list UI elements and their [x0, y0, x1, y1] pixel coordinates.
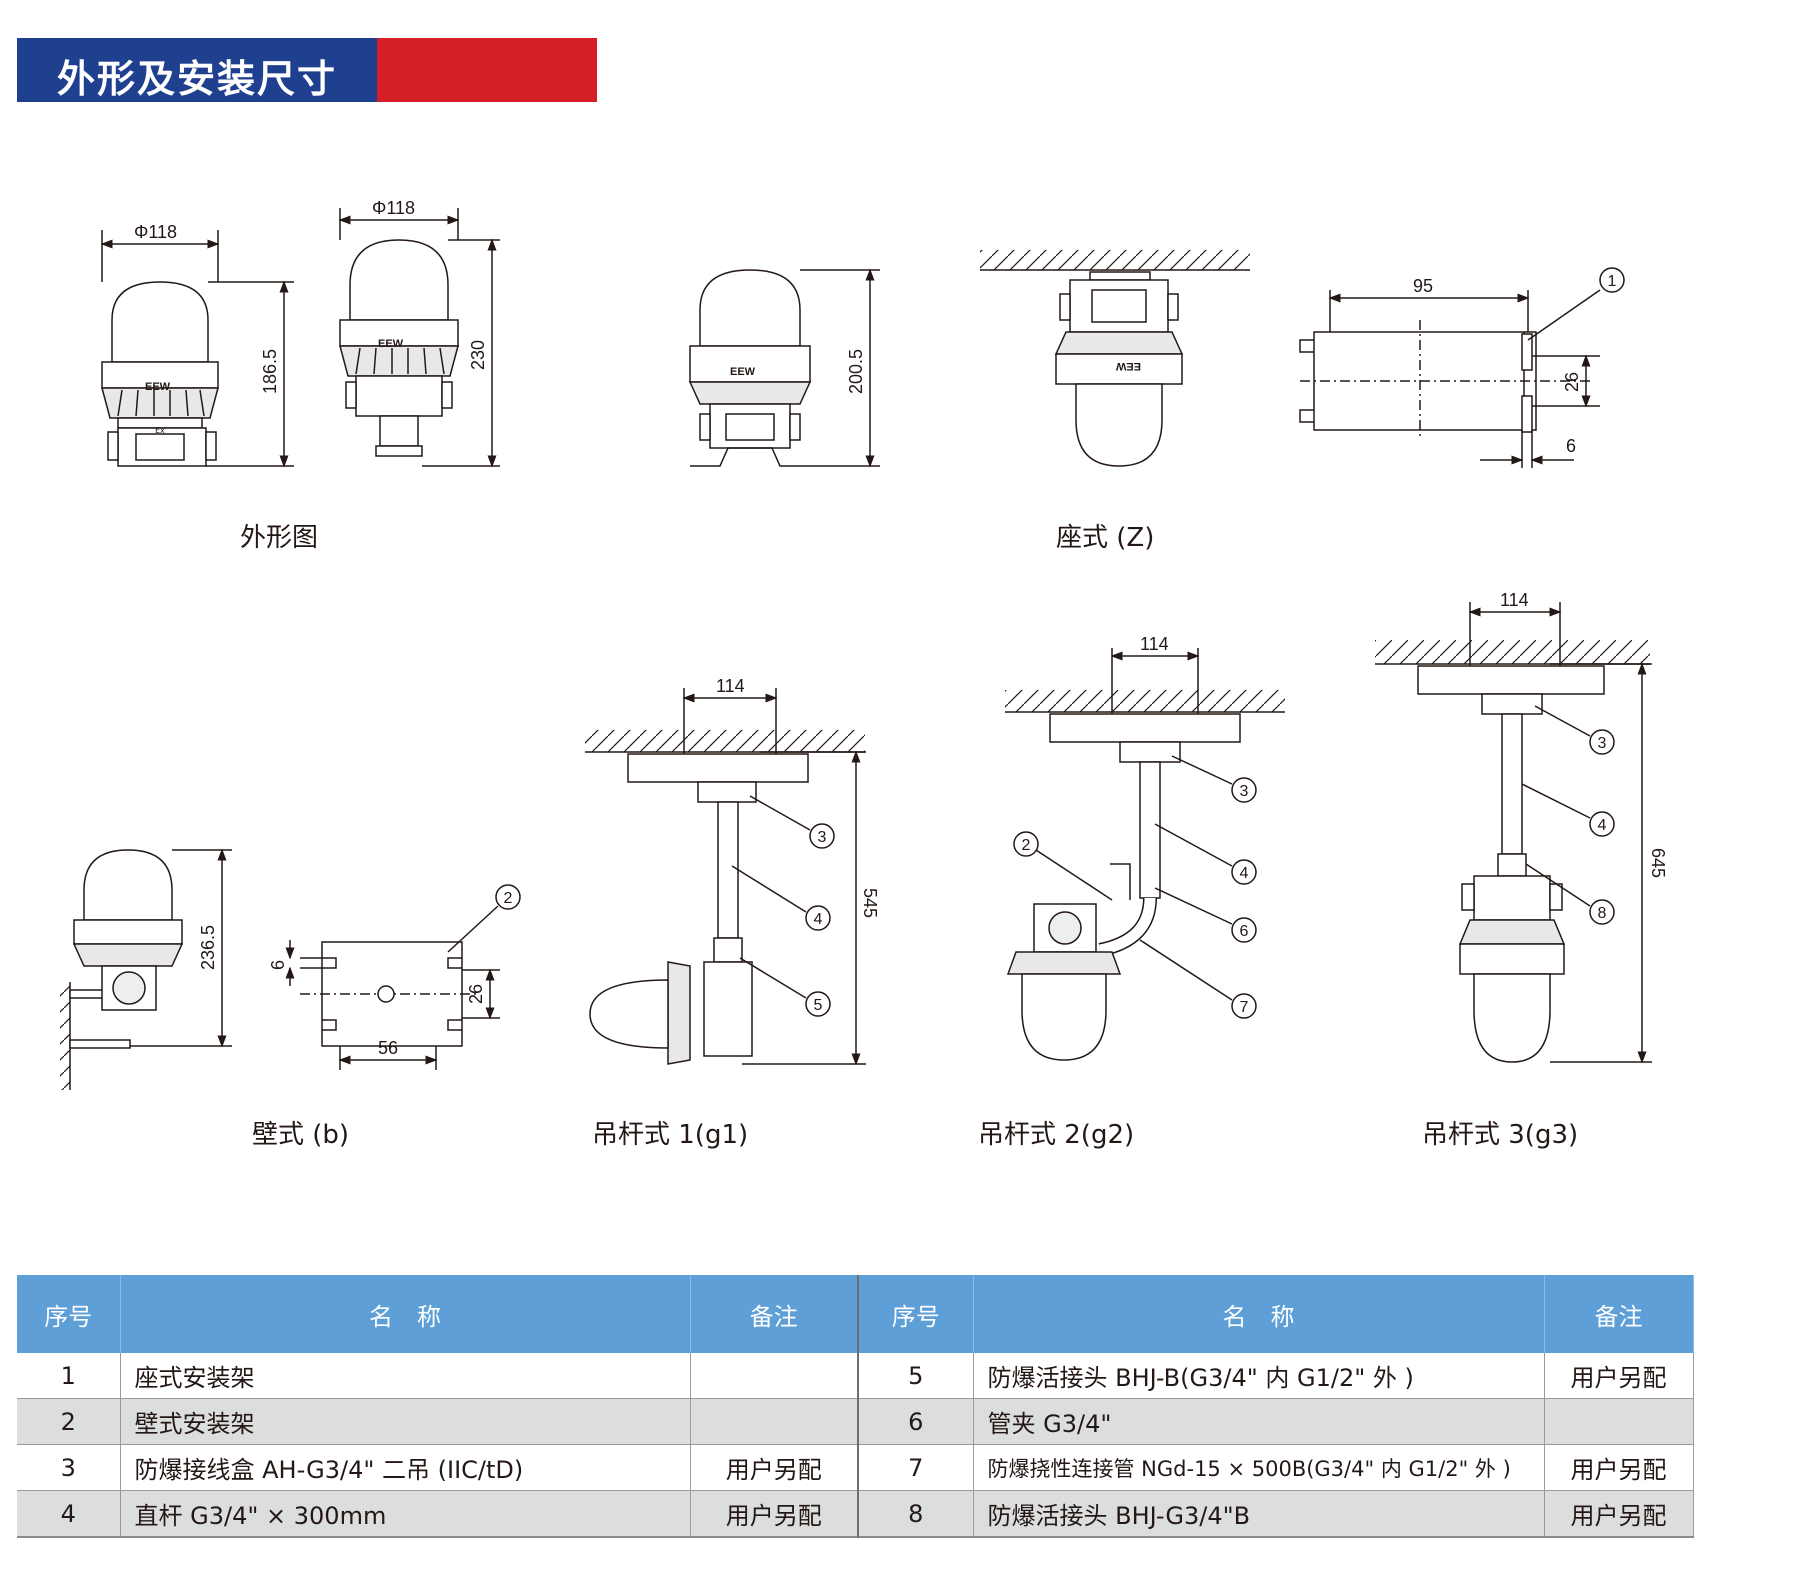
lamp-outline-2: EEW	[339, 239, 459, 457]
dim-height-236: 236.5	[198, 925, 218, 970]
cell-no: 8	[858, 1490, 974, 1538]
cell-no: 2	[17, 1398, 121, 1445]
lamp-ceiling-inverted: EEW	[1054, 271, 1184, 467]
callout-6: 6	[1240, 923, 1249, 940]
dim-width-114-b: 114	[1140, 634, 1169, 654]
cell-name: 防爆活接头 BHJ-G3/4"B	[973, 1490, 1545, 1538]
installation-drawing: EEW Ex EEW	[60, 198, 1668, 1090]
callout-3: 3	[1240, 783, 1249, 800]
callout-5: 5	[814, 997, 823, 1014]
dim-diameter-118-b: Φ118	[372, 198, 415, 218]
seat-bracket-plan	[1299, 320, 1590, 440]
table-row: 1 座式安装架 5 防爆活接头 BHJ-B(G3/4" 内 G1/2" 外 ) …	[17, 1353, 1694, 1399]
table-row: 2 壁式安装架 6 管夹 G3/4"	[17, 1398, 1694, 1445]
caption-pendant-2: 吊杆式 2(g2)	[978, 1120, 1135, 1150]
cell-note: 用户另配	[690, 1490, 859, 1538]
cell-name: 壁式安装架	[120, 1398, 691, 1445]
dim-width-6-b: 6	[268, 960, 288, 970]
banner-red-band	[377, 38, 597, 102]
dim-width-56: 56	[378, 1038, 398, 1058]
caption-pendant-1: 吊杆式 1(g1)	[592, 1120, 749, 1150]
cell-note	[690, 1353, 859, 1399]
cell-name: 管夹 G3/4"	[973, 1398, 1545, 1445]
section-banner: 外形及安装尺寸	[17, 38, 597, 102]
cell-note: 用户另配	[690, 1444, 859, 1491]
pendant-g2	[1006, 713, 1241, 1061]
lamp-seat-mount: EEW	[688, 269, 812, 467]
cell-name: 防爆挠性连接管 NGd-15 × 500B(G3/4" 内 G1/2" 外 )	[973, 1444, 1545, 1491]
callout-4: 4	[1240, 865, 1249, 882]
cell-no: 7	[858, 1444, 974, 1491]
cell-name: 座式安装架	[120, 1353, 691, 1399]
dim-width-114-c: 114	[1500, 590, 1529, 610]
caption-seat-mount: 座式 (Z)	[1056, 523, 1155, 553]
callout-3: 3	[1598, 735, 1607, 752]
cell-name: 防爆接线盒 AH-G3/4" 二吊 (IIC/tD)	[120, 1444, 691, 1491]
dim-width-26-a: 26	[1562, 372, 1582, 392]
dim-width-26-b: 26	[466, 984, 486, 1004]
callout-1: 1	[1608, 273, 1617, 290]
eew-logo: EEW	[1115, 360, 1141, 372]
ex-mark: Ex	[155, 426, 165, 435]
caption-pendant-3: 吊杆式 3(g3)	[1422, 1120, 1579, 1150]
col-header-name: 名 称	[973, 1275, 1545, 1353]
banner-blue-band	[17, 38, 377, 102]
callout-3: 3	[818, 829, 827, 846]
cell-note	[690, 1398, 859, 1445]
eew-logo: EEW	[730, 366, 756, 378]
lamp-outline-1: EEW Ex	[101, 281, 219, 467]
col-header-note: 备注	[690, 1275, 859, 1353]
wall-bracket-plan	[300, 941, 480, 1047]
callout-4: 4	[814, 911, 823, 928]
cell-name: 防爆活接头 BHJ-B(G3/4" 内 G1/2" 外 )	[973, 1353, 1545, 1399]
cell-no: 5	[858, 1353, 974, 1399]
lamp-wall-mount	[69, 849, 184, 1049]
parts-table: 序号 名 称 备注 序号 名 称 备注 1 座式安装架 5 防爆活接头 BHJ-…	[17, 1275, 1694, 1538]
cell-no: 1	[17, 1353, 121, 1399]
eew-logo: EEW	[378, 338, 404, 350]
callout-2: 2	[1022, 837, 1031, 854]
dim-height-186: 186.5	[260, 349, 280, 394]
caption-wall-mount: 壁式 (b)	[252, 1120, 350, 1150]
dim-width-114-a: 114	[716, 676, 745, 696]
col-header-name: 名 称	[120, 1275, 691, 1353]
table-row: 4 直杆 G3/4" × 300mm 用户另配 8 防爆活接头 BHJ-G3/4…	[17, 1490, 1694, 1538]
dim-height-200: 200.5	[846, 349, 866, 394]
pendant-g1	[589, 753, 809, 1065]
callout-4: 4	[1598, 817, 1607, 834]
eew-logo: EEW	[145, 381, 171, 393]
col-header-no: 序号	[17, 1275, 121, 1353]
callout-7: 7	[1240, 999, 1249, 1016]
caption-outline: 外形图	[240, 523, 319, 553]
callout-2: 2	[504, 890, 513, 907]
cell-no: 6	[858, 1398, 974, 1445]
dim-width-95: 95	[1413, 276, 1433, 296]
pendant-g3	[1417, 665, 1605, 1063]
col-header-no: 序号	[858, 1275, 974, 1353]
dim-height-645: 645	[1648, 848, 1668, 878]
dim-diameter-118-a: Φ118	[134, 222, 177, 242]
dim-height-230: 230	[468, 340, 488, 370]
cell-note	[1544, 1398, 1694, 1445]
col-header-note: 备注	[1544, 1275, 1694, 1353]
callout-8: 8	[1598, 905, 1607, 922]
cell-note: 用户另配	[1544, 1444, 1694, 1491]
cell-name: 直杆 G3/4" × 300mm	[120, 1490, 691, 1538]
cell-note: 用户另配	[1544, 1490, 1694, 1538]
cell-note: 用户另配	[1544, 1353, 1694, 1399]
dim-width-6-a: 6	[1566, 436, 1576, 456]
dim-height-545: 545	[860, 888, 880, 918]
table-row: 3 防爆接线盒 AH-G3/4" 二吊 (IIC/tD) 用户另配 7 防爆挠性…	[17, 1444, 1694, 1491]
cell-no: 3	[17, 1444, 121, 1491]
cell-no: 4	[17, 1490, 121, 1538]
section-title: 外形及安装尺寸	[57, 57, 338, 101]
table-header-row: 序号 名 称 备注 序号 名 称 备注	[17, 1275, 1694, 1353]
